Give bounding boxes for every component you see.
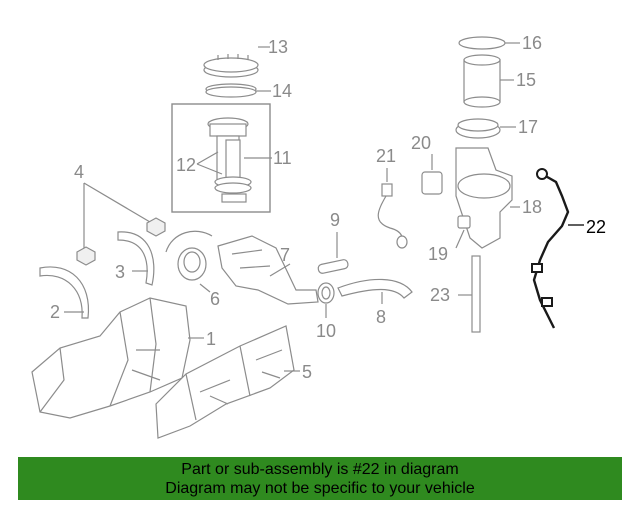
- part-19-valve: [455, 215, 471, 249]
- banner-line-1: Part or sub-assembly is #22 in diagram: [181, 460, 459, 478]
- callout-15: 15: [516, 70, 536, 90]
- part-13-lock-ring: [203, 46, 270, 78]
- callout-13: 13: [268, 37, 288, 57]
- callout-8: 8: [376, 307, 386, 327]
- part-12-leaders: [196, 151, 223, 175]
- callout-1: 1: [206, 329, 216, 349]
- part-21-sensor: [377, 168, 408, 249]
- callout-21: 21: [376, 146, 396, 166]
- part-4-nuts: [76, 182, 166, 266]
- part-15-filter: [463, 54, 514, 108]
- callout-5: 5: [302, 362, 312, 382]
- callout-12: 12: [176, 155, 196, 175]
- callout-18: 18: [522, 197, 542, 217]
- callout-17: 17: [518, 117, 538, 137]
- part-16-o-ring: [458, 36, 520, 50]
- callout-7: 7: [280, 245, 290, 265]
- callout-23: 23: [430, 285, 450, 305]
- callout-6: 6: [210, 289, 220, 309]
- part-7-filler-shield: [217, 235, 319, 305]
- banner-line-2: Diagram may not be specific to your vehi…: [165, 479, 475, 497]
- callout-20: 20: [411, 133, 431, 153]
- part-6-pump: [165, 230, 213, 293]
- exploded-parts-diagram: 13 14 11 12 4 3 2: [31, 33, 606, 439]
- callout-19: 19: [428, 244, 448, 264]
- callout-11: 11: [273, 148, 292, 168]
- part-23-tube: [458, 255, 481, 333]
- part-22-fuel-line-highlighted: [531, 168, 584, 329]
- part-9-hose: [317, 232, 349, 274]
- callout-16: 16: [522, 33, 542, 53]
- callout-2: 2: [50, 302, 60, 322]
- part-3-strap: [117, 231, 155, 286]
- part-17-cap: [455, 118, 516, 139]
- part-10-clamp: [317, 282, 335, 318]
- callout-4: 4: [74, 162, 84, 182]
- callout-10: 10: [316, 321, 336, 341]
- part-5-skid-plate: [155, 325, 300, 439]
- part-18-filter-housing: [455, 147, 520, 249]
- callout-3: 3: [115, 262, 125, 282]
- callout-22: 22: [586, 217, 606, 237]
- part-11-fuel-pump-module: [171, 103, 272, 213]
- part-20-sensor: [421, 154, 443, 195]
- part-2-strap: [39, 266, 90, 319]
- part-8-filler-hose: [337, 278, 413, 304]
- callout-14: 14: [272, 81, 292, 101]
- callout-9: 9: [330, 210, 340, 230]
- part-info-banner: Part or sub-assembly is #22 in diagram D…: [18, 457, 622, 500]
- part-1-fuel-tank: [31, 297, 204, 419]
- part-14-seal: [205, 83, 271, 98]
